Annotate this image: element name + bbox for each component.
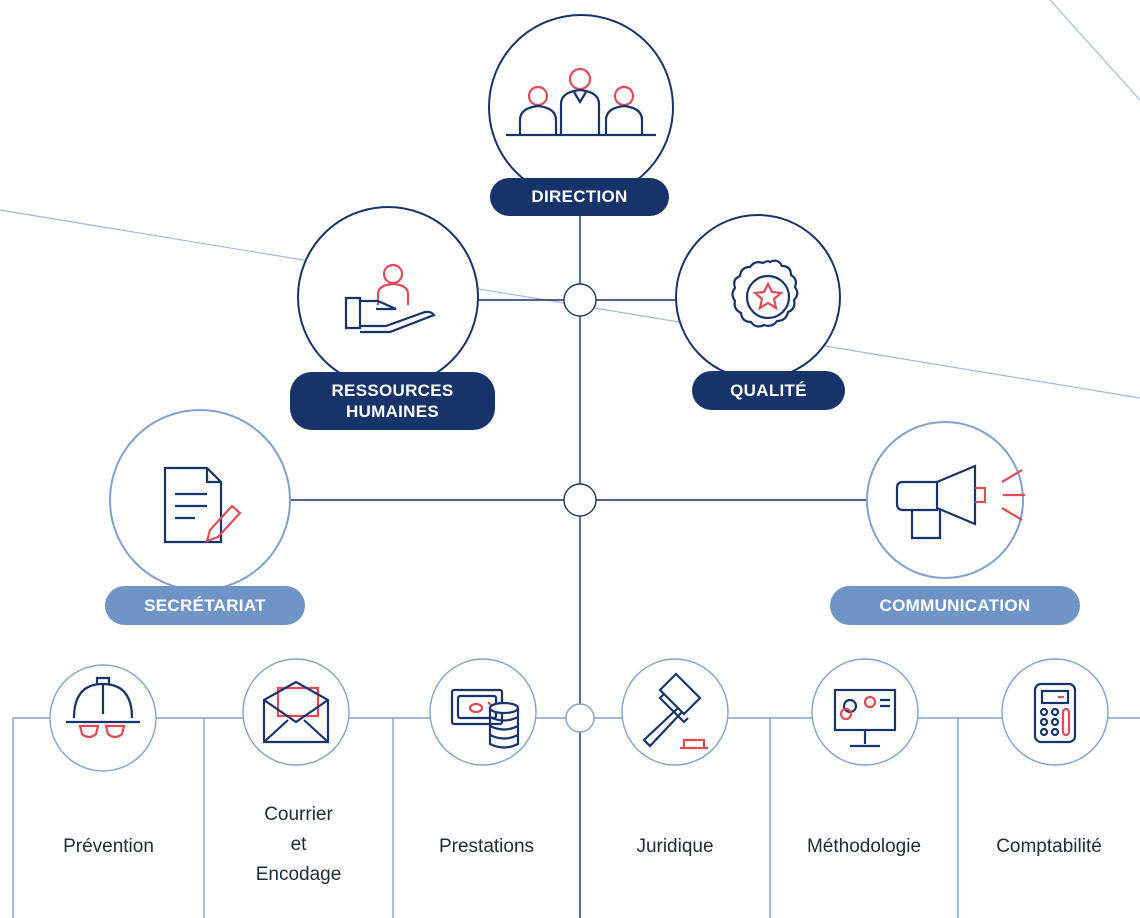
gavel-icon	[642, 672, 708, 750]
hard-hat-icon	[66, 676, 140, 739]
team-meeting-icon	[506, 67, 656, 137]
dept-icon-circle-prevention	[49, 664, 157, 772]
communication-label: COMMUNICATION	[830, 586, 1080, 625]
megaphone-icon	[895, 464, 1025, 540]
dept-juridique: Juridique	[636, 836, 714, 857]
hand-with-person-icon	[344, 263, 436, 334]
star-badge-icon	[731, 259, 799, 328]
calculator-icon	[1033, 682, 1077, 744]
document-pen-icon	[163, 466, 242, 544]
money-coins-icon	[450, 688, 520, 749]
dept-icon-circle-comptabilite	[1001, 658, 1109, 766]
dept-courrier-encodage: Courrier et Encodage	[255, 804, 342, 885]
dept-prestations: Prestations	[438, 836, 535, 857]
envelope-icon	[262, 680, 330, 744]
dept-icon-circle-prestations	[429, 658, 537, 766]
monitor-gears-icon	[833, 688, 897, 748]
direction-label: DIRECTION	[490, 178, 669, 216]
junction-node	[563, 283, 597, 317]
secretariat-node	[109, 409, 291, 591]
rh-node	[297, 206, 479, 388]
qualite-label: QUALITÉ	[692, 371, 845, 410]
rh-label-line1: RESSOURCES	[331, 381, 454, 400]
dept-methodologie: Méthodologie	[806, 836, 922, 857]
secretariat-label: SECRÉTARIAT	[105, 586, 305, 625]
communication-node	[866, 421, 1025, 579]
direction-node	[488, 14, 674, 200]
decor-line	[1049, 0, 1140, 101]
dept-icon-circle-courrier	[242, 658, 350, 766]
rh-label-line2: HUMAINES	[345, 402, 440, 421]
dept-comptabilite: Comptabilité	[996, 836, 1102, 857]
dept-prevention: Prévention	[63, 836, 154, 857]
dept-icon-circle-juridique	[621, 658, 729, 766]
dept-icon-circle-methodologie	[811, 658, 919, 766]
qualite-node	[675, 214, 841, 380]
junction-node	[563, 483, 597, 517]
junction-node	[565, 703, 595, 733]
ressources-humaines-label: RESSOURCES HUMAINES	[290, 372, 495, 430]
